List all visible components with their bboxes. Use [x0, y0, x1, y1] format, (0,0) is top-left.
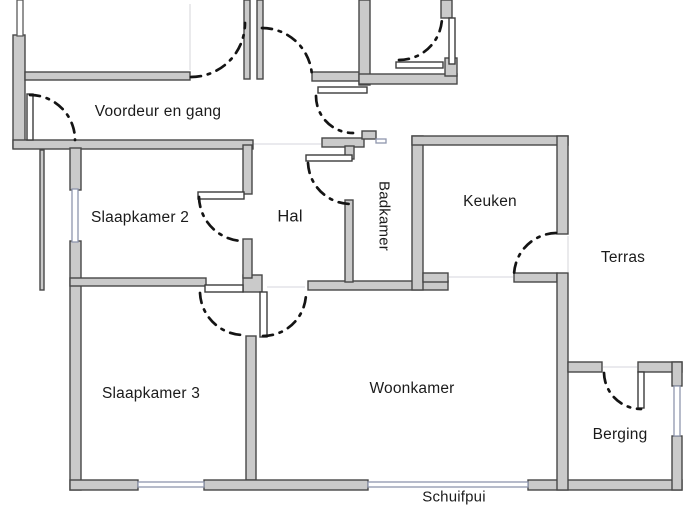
wall-segment	[39, 149, 45, 291]
room-label-slaapkamer-3: Slaapkamer 3	[101, 385, 201, 402]
wall-segment	[242, 144, 253, 195]
wall-segment	[242, 238, 253, 279]
door-swing-arc	[314, 94, 355, 135]
door-swing-arc	[397, 15, 444, 62]
room-label-woonkamer: Woonkamer	[369, 380, 455, 397]
wall-segment	[358, 0, 371, 86]
wall-segment	[307, 280, 449, 291]
wall-segment	[321, 137, 365, 148]
room-label-hal: Hal	[277, 207, 303, 226]
wall-segment	[671, 435, 683, 491]
wall-segment	[69, 277, 207, 287]
door-swing-arc	[260, 26, 314, 80]
window-segment	[367, 481, 529, 488]
door-leaf	[448, 17, 456, 65]
room-label-badkamer: Badkamer	[375, 181, 393, 251]
label-schuifpui-sliding-door: Schuifpui	[422, 488, 486, 506]
door-leaf	[395, 61, 444, 69]
wall-segment	[12, 139, 254, 150]
wall-segment	[203, 479, 369, 491]
door-swing-arc	[261, 291, 308, 338]
window-segment	[673, 385, 681, 437]
door-swing-arc	[198, 291, 246, 337]
door-leaf	[317, 86, 368, 94]
wall-segment	[69, 147, 82, 191]
guide-lines	[189, 4, 637, 368]
wall-segment	[311, 71, 361, 82]
door-leaf	[305, 154, 353, 162]
door-leaves	[26, 17, 645, 409]
wall-segment	[411, 135, 569, 146]
wall-segment	[527, 479, 683, 491]
door-swing-arc	[602, 371, 643, 411]
door-swing-arc	[306, 161, 353, 206]
room-label-berging: Berging	[592, 426, 648, 443]
room-label-slaapkamer-2: Slaapkamer 2	[90, 209, 190, 226]
wall-segment	[12, 34, 26, 149]
walls	[12, 0, 683, 491]
wall-segment	[256, 0, 264, 80]
room-label-terras: Terras	[600, 249, 646, 266]
door-swing-arc	[189, 21, 247, 79]
window-segment	[71, 188, 79, 243]
door-swing-arc	[28, 93, 77, 142]
door-leaf	[197, 191, 245, 200]
wall-segment	[556, 272, 569, 491]
door-swing-arc	[512, 231, 558, 278]
room-label-keuken: Keuken	[463, 193, 517, 210]
room-label-voordeur-en-gang: Voordeur en gang	[94, 103, 222, 120]
wall-segment	[344, 199, 354, 283]
door-swing-arcs	[28, 15, 643, 411]
wall-segment	[671, 361, 683, 387]
door-swing-arc	[197, 195, 246, 243]
wall-segment	[422, 272, 449, 283]
window-segment	[375, 138, 387, 144]
wall-segment	[358, 73, 458, 85]
wall-segment	[567, 361, 603, 373]
door-leaf	[259, 291, 268, 338]
door-leaf	[26, 93, 34, 141]
wall-segment	[69, 479, 139, 491]
wall-segment	[556, 135, 569, 235]
wall-segment	[411, 135, 424, 291]
wall-segment	[24, 71, 191, 81]
thin-wall-segment	[16, 0, 24, 37]
door-leaf	[204, 284, 244, 293]
wall-segment	[243, 0, 251, 80]
door-leaf	[637, 371, 645, 409]
wall-segment	[245, 335, 257, 481]
windows-and-thin-walls	[16, 0, 681, 488]
wall-segment	[361, 130, 377, 140]
wall-segment	[513, 272, 558, 283]
wall-segment	[440, 0, 453, 19]
window-segment	[137, 481, 205, 488]
